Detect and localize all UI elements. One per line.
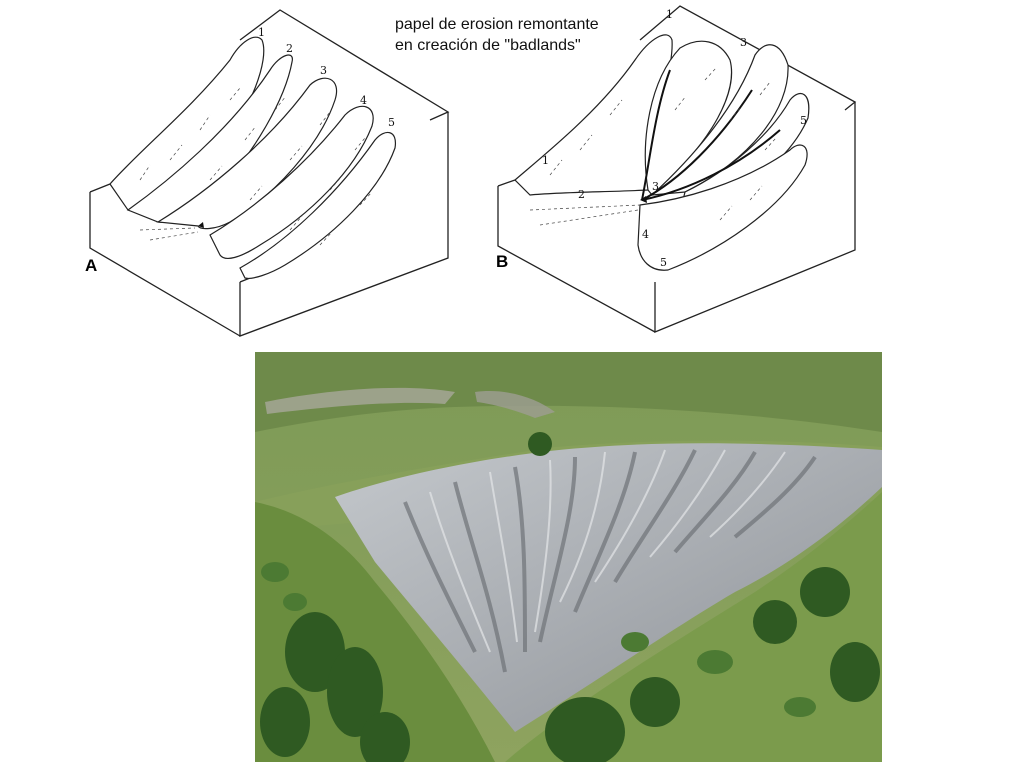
lobe-number-b1-side: 1 — [542, 154, 549, 167]
conifer-tree — [830, 642, 880, 702]
lobe-number-a5: 5 — [388, 116, 395, 129]
block-a-front-face — [89, 192, 241, 337]
hachure-line — [759, 81, 771, 96]
ridge-highlight — [709, 451, 786, 538]
hachure-line — [149, 231, 199, 241]
badlands-photo — [255, 352, 882, 762]
ridge-highlight — [594, 449, 666, 583]
conifer-tree — [753, 600, 797, 644]
block-diagram-b: 1 3 5 1 2 3 4 5 — [497, 5, 857, 333]
hachure-line — [139, 227, 196, 231]
gully-line — [513, 466, 527, 653]
title-line-1: papel de erosion remontante — [395, 16, 599, 33]
block-diagram-a: 1 2 3 4 5 — [89, 9, 450, 337]
valley-lobe-b1 — [514, 34, 673, 196]
block-b-front-face — [497, 186, 656, 333]
hachure-line — [674, 95, 687, 111]
conifer-tree — [327, 647, 383, 737]
hachure-line — [529, 204, 641, 211]
ridge-highlight — [489, 471, 518, 643]
lobe-number-b4-side: 4 — [642, 228, 649, 241]
tributary-channel-b2 — [641, 129, 781, 201]
rock-outcrop — [475, 391, 555, 418]
lobe-number-b5-top: 5 — [800, 114, 807, 127]
conifer-tree — [360, 712, 410, 762]
conifer-tree — [630, 677, 680, 727]
conifer-tree — [545, 697, 625, 762]
block-a-top-back-edge — [239, 9, 450, 121]
right-vegetated-slope — [505, 492, 882, 762]
gully-line — [453, 481, 507, 673]
hachure-line — [319, 111, 331, 126]
block-a-right-face — [239, 112, 449, 337]
shrub — [283, 593, 307, 611]
block-a-front-top-edge — [89, 183, 111, 193]
hachure-line — [274, 95, 287, 111]
shrub — [261, 562, 289, 582]
ridge-highlight — [534, 459, 552, 633]
lobe-number-b1-top: 1 — [666, 8, 673, 21]
valley-lobe-b3 — [650, 44, 789, 196]
lobe-number-b5-side: 5 — [660, 256, 667, 269]
conifer-tree — [528, 432, 552, 456]
block-b-right-face — [654, 102, 856, 333]
gully-line — [673, 451, 757, 554]
gully-line — [613, 449, 697, 584]
hachure-line — [539, 209, 639, 226]
hachure-line — [359, 191, 373, 206]
eroded-clay-face — [335, 443, 882, 732]
main-channel-b — [641, 69, 671, 201]
conifer-tree — [800, 567, 850, 617]
block-b-front-top-edge — [497, 179, 516, 187]
shrub — [697, 650, 733, 674]
gully-line — [573, 451, 637, 613]
ridge-highlight — [559, 451, 606, 603]
lobe-number-a4: 4 — [360, 94, 367, 107]
conifer-tree — [260, 687, 310, 757]
valley-lobe-a4 — [209, 105, 374, 259]
lobe-number-a2: 2 — [286, 42, 293, 55]
hachure-line — [229, 87, 241, 101]
lobe-number-b3-top: 3 — [740, 36, 747, 49]
lobe-number-b3-side: 3 — [652, 180, 659, 193]
gully-line — [403, 501, 477, 653]
hachure-line — [319, 231, 333, 246]
rock-outcrop — [265, 387, 455, 414]
title-line-2: en creación de "badlands" — [395, 37, 581, 54]
lobe-number-a1: 1 — [258, 26, 265, 39]
figure-title: papel de erosion remontante en creación … — [395, 14, 599, 56]
gully-line — [538, 456, 577, 643]
ridge-highlight — [649, 449, 726, 558]
shrub — [621, 632, 649, 652]
left-vegetated-slope — [255, 502, 495, 762]
outlet-point-a — [198, 222, 204, 228]
hachure-line — [764, 137, 777, 151]
valley-lobe-b5 — [637, 144, 808, 271]
distant-slope — [255, 352, 882, 432]
hachure-line — [704, 67, 717, 81]
valley-lobe-a5 — [239, 131, 397, 279]
shrub — [784, 697, 816, 717]
panel-letter-a: A — [85, 256, 98, 275]
panel-letter-b: B — [496, 252, 509, 271]
lobe-number-b2-side: 2 — [578, 188, 585, 201]
valley-lobe-a3 — [156, 77, 338, 230]
hachure-line — [244, 125, 257, 141]
lobe-number-a3: 3 — [320, 64, 327, 77]
tributary-channel-b1 — [641, 89, 753, 201]
hachure-line — [354, 137, 366, 151]
gully-line — [733, 455, 817, 539]
ridge-highlight — [429, 491, 491, 653]
outlet-point-b — [640, 196, 647, 203]
